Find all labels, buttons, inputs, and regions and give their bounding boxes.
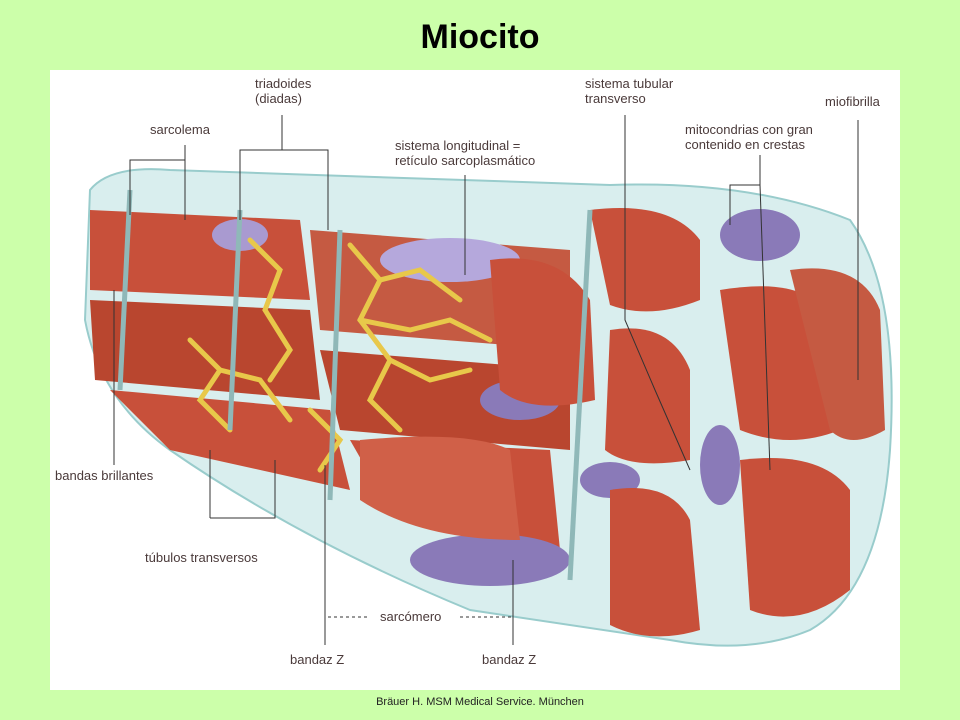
mitochondria-5 <box>720 209 800 261</box>
label-bandaz-z-right: bandaz Z <box>482 652 537 667</box>
label-triadoides: triadoides (diadas) <box>255 76 312 106</box>
transverse-tubules <box>117 189 593 581</box>
myocyte-drawing <box>83 115 893 647</box>
sarcoplasmic-reticulum <box>187 237 493 473</box>
myofibril-cross-7 <box>490 258 595 406</box>
myocyte-illustration: triadoides (diadas) sarcolema sistema lo… <box>50 70 900 690</box>
label-sistema-longitudinal: sistema longitudinal = retículo sarcopla… <box>395 138 536 168</box>
myofibril-cross-4 <box>605 328 690 464</box>
myofibril-cross-1 <box>590 208 700 312</box>
mitochondria-4 <box>410 534 570 586</box>
mitochondria-6 <box>700 425 740 505</box>
label-sistema-tubular: sistema tubular transverso <box>585 76 674 106</box>
label-sarcomero: sarcómero <box>380 609 442 624</box>
myofibril-cross-3 <box>790 268 885 440</box>
label-tubulos-transversos: túbulos transversos <box>145 550 258 565</box>
label-bandaz-z-left: bandaz Z <box>290 652 345 667</box>
myofibril-left-3 <box>110 390 350 490</box>
label-miofibrilla: miofibrilla <box>825 94 880 109</box>
myofibril-left-2 <box>90 300 320 400</box>
label-sarcolema: sarcolema <box>150 122 210 137</box>
slide-title: Miocito <box>420 18 540 56</box>
leader-lines <box>113 115 859 645</box>
label-bandas-brillantes: bandas brillantes <box>55 468 154 483</box>
myofibril-cross-8 <box>360 436 520 540</box>
label-mitocondrias: mitocondrias con gran contenido en crest… <box>685 122 813 152</box>
myofibril-cross-5 <box>610 488 700 637</box>
footer-credit: Bräuer H. MSM Medical Service. München <box>376 696 584 708</box>
myofibril-cross-6 <box>740 458 850 617</box>
